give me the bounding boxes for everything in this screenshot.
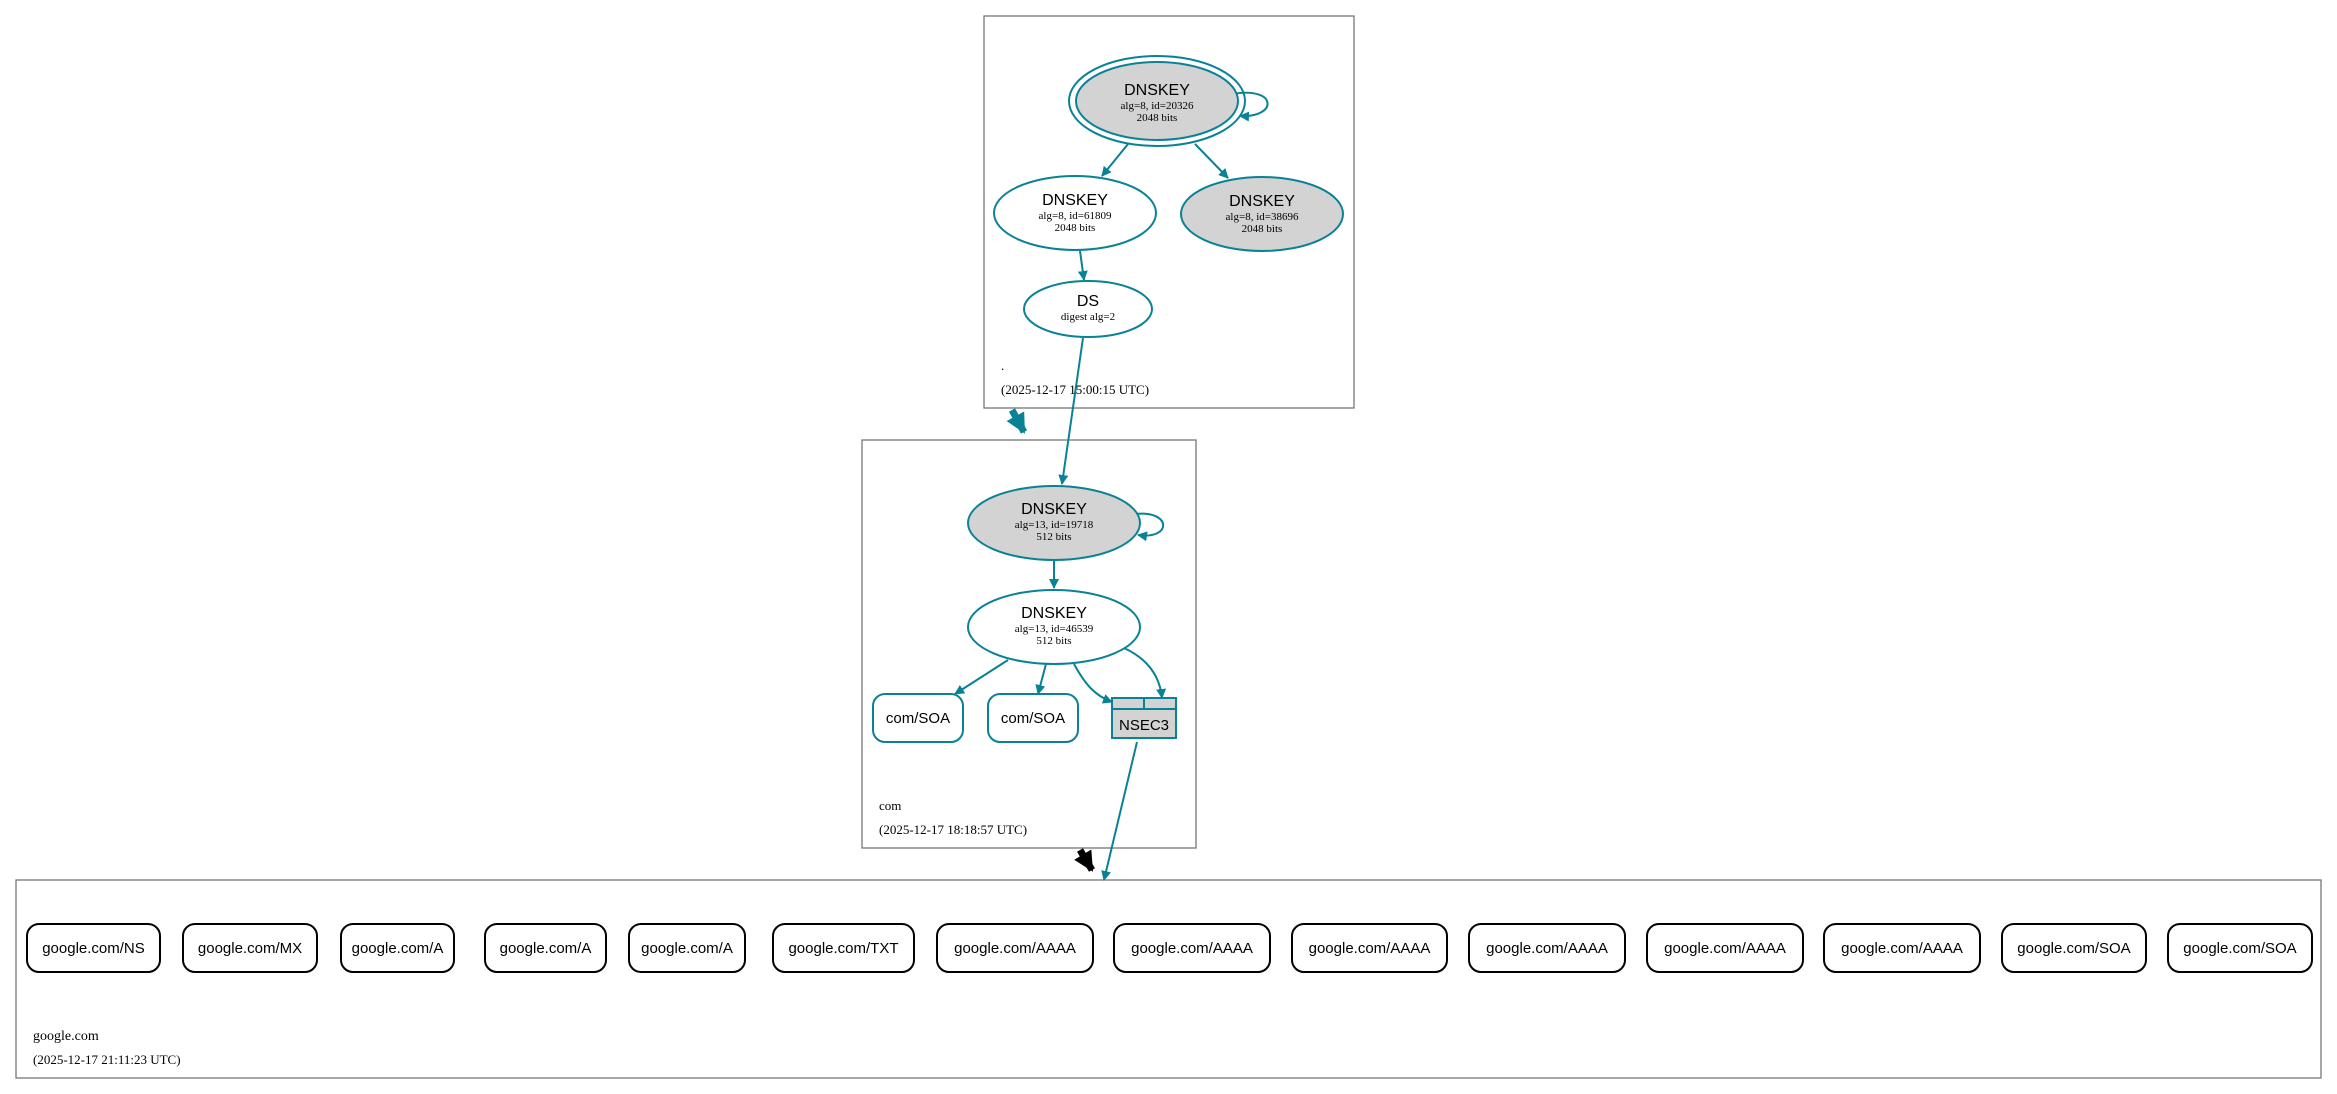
edge-com-ksk-self xyxy=(1134,512,1165,542)
delegation-root-com xyxy=(1006,408,1028,434)
record-box xyxy=(340,923,455,973)
zone-root-timestamp: (2025-12-17 15:00:15 UTC) xyxy=(1001,382,1149,397)
record-node[interactable]: google.com/SOA xyxy=(2167,923,2313,973)
node-root-key3-line2: 2048 bits xyxy=(1242,223,1283,235)
record-node[interactable]: google.com/AAAA xyxy=(1823,923,1981,973)
record-box xyxy=(1823,923,1981,973)
record-box xyxy=(936,923,1094,973)
node-com-zsk-title: DNSKEY xyxy=(1021,605,1087,622)
record-node[interactable]: google.com/A xyxy=(628,923,746,973)
edge-com-zsk-nsec3-a xyxy=(1073,663,1113,704)
record-box xyxy=(182,923,318,973)
node-com-soa-1[interactable]: com/SOA xyxy=(872,693,964,743)
zone-google-box xyxy=(15,879,2322,1079)
edges xyxy=(954,91,1269,881)
node-root-zsk-line2: 2048 bits xyxy=(1055,222,1096,234)
record-node[interactable]: google.com/TXT xyxy=(772,923,915,973)
node-com-soa-2-label: com/SOA xyxy=(1001,710,1065,727)
record-label: google.com/AAAA xyxy=(1309,940,1431,957)
record-box xyxy=(772,923,915,973)
record-label: google.com/A xyxy=(641,940,733,957)
record-box xyxy=(1646,923,1804,973)
zone-com-name: com xyxy=(879,798,901,813)
node-com-ds-line1: digest alg=2 xyxy=(1061,311,1115,323)
node-com-zsk-line2: 512 bits xyxy=(1036,635,1071,647)
node-com-ds-title: DS xyxy=(1077,293,1099,310)
edge-root-ksk-self xyxy=(1231,91,1269,122)
node-root-zsk-line1: alg=8, id=61809 xyxy=(1039,210,1112,222)
record-label: google.com/SOA xyxy=(2017,940,2130,957)
node-root-ksk[interactable]: DNSKEY alg=8, id=20326 2048 bits xyxy=(1068,55,1246,147)
record-box xyxy=(26,923,161,973)
record-node[interactable]: google.com/AAAA xyxy=(1468,923,1626,973)
record-node[interactable]: google.com/A xyxy=(340,923,455,973)
edge-com-zsk-nsec3-b xyxy=(1123,647,1167,699)
node-root-ksk-line2: 2048 bits xyxy=(1137,112,1178,124)
node-root-ksk-line1: alg=8, id=20326 xyxy=(1121,100,1194,112)
zone-root-name: . xyxy=(1001,358,1004,373)
node-root-zsk[interactable]: DNSKEY alg=8, id=61809 2048 bits xyxy=(993,175,1157,251)
zone-google-timestamp: (2025-12-17 21:11:23 UTC) xyxy=(33,1052,181,1067)
record-node[interactable]: google.com/SOA xyxy=(2001,923,2147,973)
edge-root-ksk-zsk xyxy=(1101,143,1129,177)
edge-com-zsk-soa2 xyxy=(1035,663,1047,695)
record-label: google.com/TXT xyxy=(788,940,898,957)
zone-com-timestamp: (2025-12-17 18:18:57 UTC) xyxy=(879,822,1027,837)
zone-com-box xyxy=(861,439,1197,849)
node-nsec3[interactable]: NSEC3 xyxy=(1111,697,1177,739)
record-box xyxy=(628,923,746,973)
record-node[interactable]: google.com/NS xyxy=(26,923,161,973)
record-label: google.com/A xyxy=(352,940,444,957)
edge-ds-com-ksk xyxy=(1058,337,1084,485)
edge-nsec3-google xyxy=(1101,741,1138,881)
record-label: google.com/MX xyxy=(198,940,302,957)
record-box xyxy=(1291,923,1448,973)
record-label: google.com/SOA xyxy=(2183,940,2296,957)
record-label: google.com/AAAA xyxy=(954,940,1076,957)
record-node[interactable]: google.com/AAAA xyxy=(1646,923,1804,973)
node-root-ksk-title: DNSKEY xyxy=(1124,82,1190,99)
node-com-ksk-title: DNSKEY xyxy=(1021,501,1087,518)
record-node[interactable]: google.com/AAAA xyxy=(1291,923,1448,973)
edge-com-zsk-soa1 xyxy=(954,659,1009,695)
node-nsec3-label: NSEC3 xyxy=(1119,717,1169,734)
record-label: google.com/AAAA xyxy=(1664,940,1786,957)
node-com-ds[interactable]: DS digest alg=2 xyxy=(1023,280,1153,338)
delegation-com-google xyxy=(1074,848,1096,872)
node-com-zsk[interactable]: DNSKEY alg=13, id=46539 512 bits xyxy=(967,589,1141,665)
record-node[interactable]: google.com/AAAA xyxy=(1113,923,1271,973)
record-box xyxy=(1468,923,1626,973)
node-root-zsk-title: DNSKEY xyxy=(1042,192,1108,209)
zone-google-name: google.com xyxy=(33,1029,99,1044)
record-box xyxy=(2001,923,2147,973)
edge-root-ksk-key3 xyxy=(1194,143,1229,179)
record-label: google.com/NS xyxy=(42,940,145,957)
record-node[interactable]: google.com/AAAA xyxy=(936,923,1094,973)
node-root-key3-line1: alg=8, id=38696 xyxy=(1226,211,1299,223)
record-node[interactable]: google.com/A xyxy=(484,923,607,973)
node-com-soa-2[interactable]: com/SOA xyxy=(987,693,1079,743)
node-com-ksk[interactable]: DNSKEY alg=13, id=19718 512 bits xyxy=(967,485,1141,561)
record-box xyxy=(484,923,607,973)
node-root-key3[interactable]: DNSKEY alg=8, id=38696 2048 bits xyxy=(1180,176,1344,252)
record-box xyxy=(2167,923,2313,973)
record-node[interactable]: google.com/MX xyxy=(182,923,318,973)
zone-root-box xyxy=(983,15,1355,409)
node-com-zsk-line1: alg=13, id=46539 xyxy=(1015,623,1094,635)
node-com-soa-1-label: com/SOA xyxy=(886,710,950,727)
record-label: google.com/AAAA xyxy=(1841,940,1963,957)
record-label: google.com/AAAA xyxy=(1131,940,1253,957)
record-box xyxy=(1113,923,1271,973)
record-label: google.com/AAAA xyxy=(1486,940,1608,957)
google-records: google.com/NS google.com/MX google.com/A go… xyxy=(26,923,2313,973)
node-com-ksk-line2: 512 bits xyxy=(1036,531,1071,543)
node-root-key3-title: DNSKEY xyxy=(1229,193,1295,210)
record-label: google.com/A xyxy=(500,940,592,957)
edge-root-zsk-ds xyxy=(1077,250,1088,281)
node-com-ksk-line1: alg=13, id=19718 xyxy=(1015,519,1094,531)
